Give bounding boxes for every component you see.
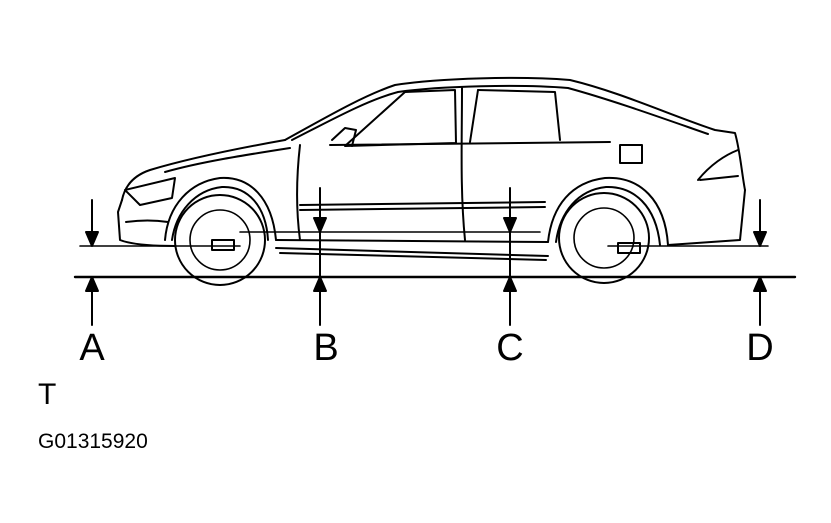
dimension-b-arrows xyxy=(313,187,327,326)
dimension-d-arrows xyxy=(753,199,767,326)
figure-code: G01315920 xyxy=(38,430,148,453)
front-wheel xyxy=(174,194,266,286)
label-d: D xyxy=(746,327,773,369)
label-c: C xyxy=(496,327,523,369)
dimension-c-arrows xyxy=(503,187,517,326)
label-b: B xyxy=(313,327,338,369)
rear-wheel xyxy=(558,192,650,284)
dimension-a-arrows xyxy=(85,199,99,326)
car-silhouette xyxy=(117,76,746,261)
caption-letter: T xyxy=(38,378,56,411)
label-a: A xyxy=(79,327,105,369)
